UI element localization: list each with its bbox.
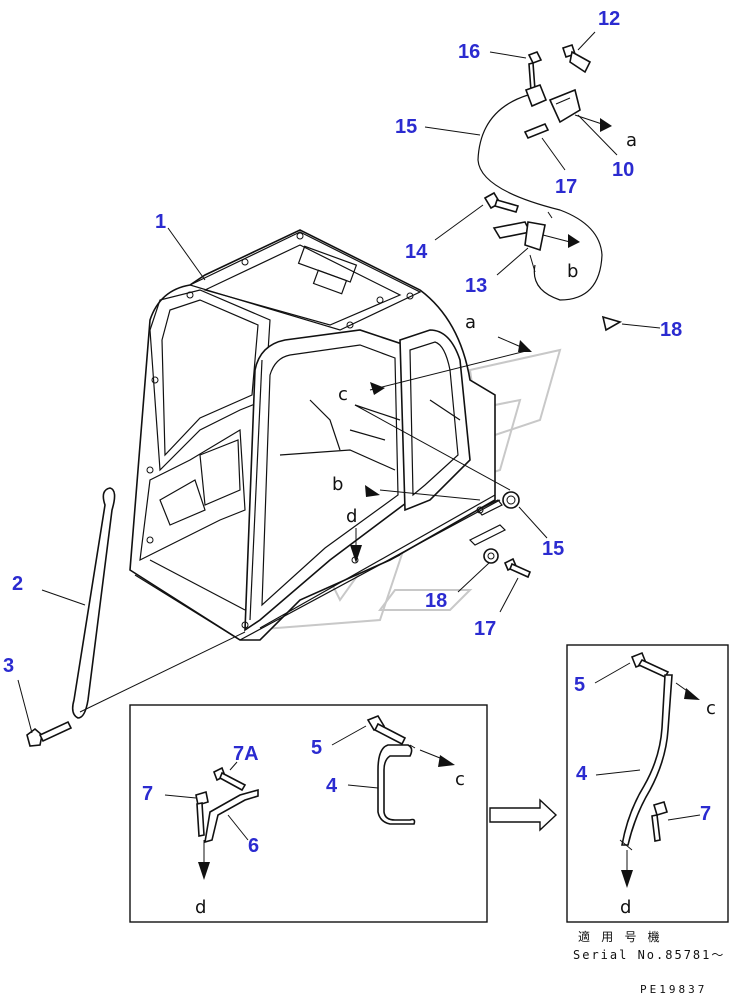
inset-right-callout-7: 7 <box>700 803 711 825</box>
callout-8: 10 <box>612 159 634 181</box>
callout-9: 12 <box>598 8 620 30</box>
part-4-loop <box>377 744 416 825</box>
arrowheads <box>350 118 612 563</box>
inset-right-letter-c: c <box>706 698 716 719</box>
callout-2: 2 <box>12 573 23 595</box>
inset-left-callout-7a: 7A <box>233 743 259 765</box>
arrow-a-cab <box>518 340 532 352</box>
inset-left-callout-5: 5 <box>311 737 322 759</box>
callout-leaders <box>17 31 661 734</box>
inset-right-letter-d: d <box>620 897 631 918</box>
inset-left-letter-c: c <box>455 769 465 790</box>
part-7-bolt-r <box>653 801 668 816</box>
part-18-nut <box>483 548 499 564</box>
letter-b-cab: b <box>332 474 343 495</box>
callout-10: 13 <box>465 275 487 297</box>
callout-16: 18 <box>660 319 682 341</box>
inset-left-letter-d: d <box>195 897 206 918</box>
cab-frame <box>129 229 501 641</box>
inset-right-callout-5: 5 <box>574 674 585 696</box>
transition-arrow <box>489 798 558 832</box>
inset-left: 7A 7 6 5 4 c d <box>129 704 488 923</box>
part-13-bolt <box>527 50 543 93</box>
figure-code: PE19837 <box>640 983 707 996</box>
serial-number-label: Serial No.85781〜 <box>573 948 725 962</box>
inset-right-callout-4: 4 <box>576 763 588 785</box>
inset-left-callout-7: 7 <box>142 783 153 805</box>
arrow-c-cab <box>370 382 385 395</box>
callout-13: 16 <box>458 41 480 63</box>
letter-d-cab: d <box>346 506 357 527</box>
part-4-rod-r <box>621 674 673 846</box>
callout-14: 17 <box>555 176 577 198</box>
bracket-plate-2 <box>477 499 503 516</box>
bracket-plate <box>468 524 507 546</box>
arrow-a-top <box>600 118 612 132</box>
part-15-nut <box>502 491 520 509</box>
inset-left-callout-4: 4 <box>326 775 338 797</box>
part-17-bolt <box>503 557 532 579</box>
letter-a-cab: a <box>465 312 476 333</box>
letter-a-top: a <box>626 130 637 151</box>
callout-1: 1 <box>155 211 166 233</box>
part-14-clip <box>523 122 550 140</box>
inset-right: 5 4 7 c d <box>566 644 729 923</box>
part-11-bolt <box>483 191 520 213</box>
arrow-d-cab <box>350 545 362 563</box>
part-9-bolt <box>561 43 592 74</box>
callout-3: 3 <box>3 655 14 677</box>
arrow-b-cab <box>365 485 380 497</box>
part-3-bolt <box>26 720 73 747</box>
part-2-strap <box>71 487 116 719</box>
inset-left-callout-6: 6 <box>248 835 259 857</box>
arrow-b-top <box>568 234 580 248</box>
callout-15: 15 <box>542 538 564 560</box>
leader-2-cab <box>79 631 246 713</box>
arrow-letters: a b a c b d <box>332 130 637 527</box>
letter-b-top: b <box>567 261 578 282</box>
reference-leaders <box>354 114 606 501</box>
part-7-bolt <box>195 790 209 807</box>
callout-12: 15 <box>395 116 417 138</box>
part-12-harness <box>477 94 603 301</box>
callout-18: 18 <box>425 590 447 612</box>
part-16-clip <box>601 315 623 332</box>
part-8-clamp <box>524 83 581 124</box>
letter-c-cab: c <box>338 384 348 405</box>
callout-11: 14 <box>405 241 428 263</box>
callout-17: 17 <box>474 618 496 640</box>
callout-numbers: 1 2 3 12 16 15 10 17 14 13 18 15 18 17 <box>3 8 682 677</box>
serial-applicable-label: 適 用 号 機 <box>578 929 662 944</box>
part-6-bracket <box>204 788 259 844</box>
part-10-bracket <box>492 221 546 273</box>
